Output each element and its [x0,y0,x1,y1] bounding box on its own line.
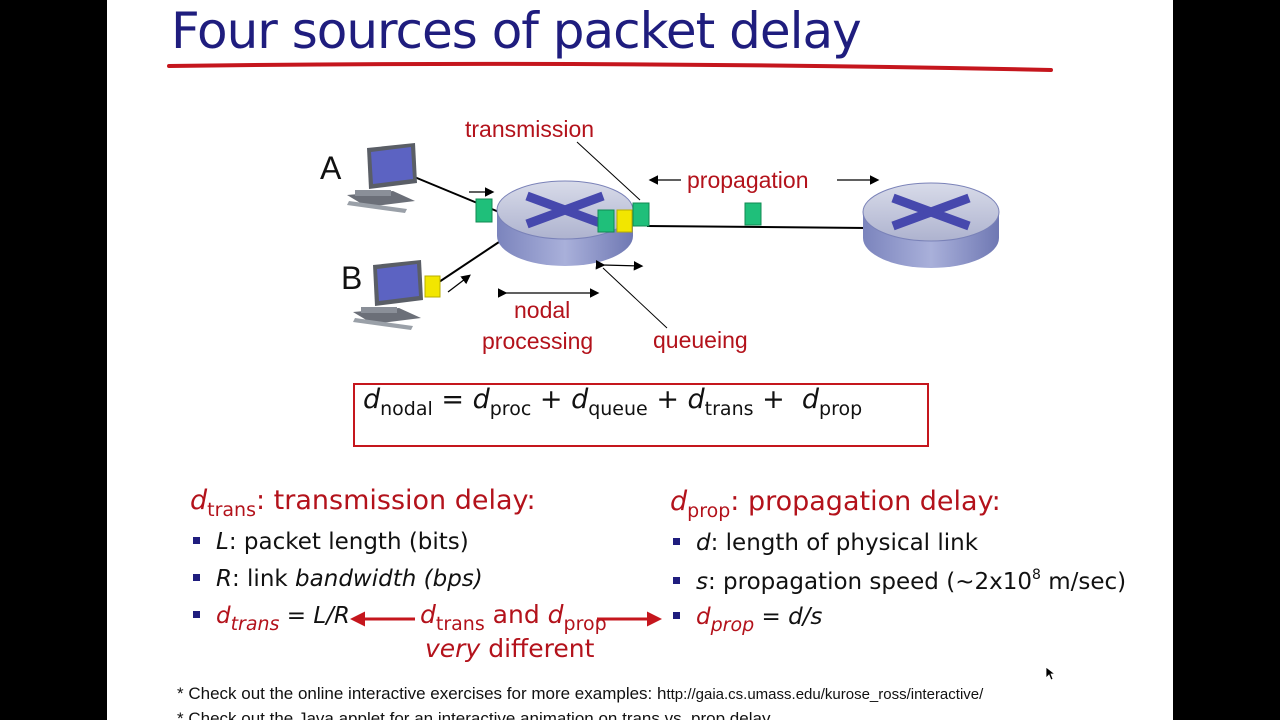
bullet-text: = L/R [279,603,350,629]
formula-sub: queue [588,398,648,420]
bullet-item: dtrans = L/R [193,603,350,635]
mouse-cursor-icon [1045,666,1057,681]
nodal-delay-formula: dnodal = dproc + dqueue + dtrans + dprop [363,384,862,420]
bullet-text: : length of physical link [710,530,979,556]
bullet-var: d [696,530,711,556]
computer-icon [347,143,417,213]
formula-op: + [647,384,688,415]
heading-sub: trans [207,499,256,521]
comparison-sub: trans [435,613,485,635]
bullet-item: dprop = d/s [673,604,822,636]
comparison-text: dtrans and dprop [420,600,607,635]
title-underline [167,61,1053,72]
comparison-var: d [547,600,564,629]
packet-icon [744,202,762,226]
bullet-item: L: packet length (bits) [193,529,469,555]
host-a-label: A [320,150,342,186]
formula-var: d [801,384,820,415]
comparison-and: and [484,600,548,629]
formula-op: = [432,384,473,415]
bullet-var: d [216,603,231,629]
bullet-icon [673,577,680,584]
bullet-item: s: propagation speed (~2x108 m/sec) [673,567,1126,595]
transmission-label: transmission [465,116,595,142]
processing-label: processing [482,328,594,354]
bullet-var: L [216,529,229,555]
comparison-sub: prop [563,613,607,635]
router-icon [862,182,1000,268]
packet-icon [632,202,650,227]
formula-sub: proc [489,398,532,420]
very-different-text: very different [425,634,594,663]
slide: Four sources of packet delay [107,0,1173,720]
bullet-icon [673,612,680,619]
bullet-italic: bandwidth (bps) [295,566,483,592]
heading-var: d [670,486,688,517]
nodal-label: nodal [514,297,571,323]
bullet-text: : packet length (bits) [228,529,469,555]
bullet-icon [673,538,680,545]
bullet-sup: 8 [1031,567,1041,583]
host-b-label: B [341,260,363,296]
bullet-text: m/sec) [1040,569,1127,595]
bullet-item: R: link bandwidth (bps) [193,566,483,592]
bullet-sub: prop [710,614,755,636]
bullet-item: d: length of physical link [673,530,978,556]
formula-op: + [531,384,572,415]
formula-sub: nodal [380,398,433,420]
computer-icon [353,260,423,330]
different-text: different [480,634,595,663]
very-text: very [425,634,481,663]
packet-icon [475,198,493,223]
formula-var: d [472,384,490,415]
formula-op: + [753,384,802,415]
comparison-var: d [420,600,436,629]
bullet-text: = d/s [754,604,823,630]
formula-sub: trans [704,398,754,420]
prop-delay-heading: dprop: propagation delay: [670,486,1001,522]
bullet-text: : link [231,566,296,592]
heading-sub: prop [687,500,731,522]
bullet-var: R [216,566,232,592]
network-diagram [347,141,1000,330]
bullet-sub: trans [230,613,280,635]
packet-icon [597,209,615,233]
slide-title: Four sources of packet delay [171,2,862,60]
comparison-arrows [350,611,662,627]
heading-text: : propagation delay: [730,486,1001,517]
footnote-applet: * Check out the Java applet for an inter… [177,709,771,720]
bullet-text: : propagation speed (~2x10 [707,569,1032,595]
formula-var: d [571,384,589,415]
footnote-link[interactable]: ttp://gaia.cs.umass.edu/kurose_ross/inte… [666,686,984,703]
heading-text: : transmission delay: [256,485,536,516]
trans-delay-heading: dtrans: transmission delay: [190,485,536,521]
packet-icon [424,275,441,298]
bullet-icon [193,574,200,581]
queueing-label: queueing [653,327,748,353]
bullet-var: s [696,569,708,595]
formula-var: d [687,384,705,415]
formula-sub: prop [819,398,863,420]
bullet-icon [193,611,200,618]
formula-var: d [363,384,381,415]
packet-icon [616,209,633,233]
footnote-interactive: * Check out the online interactive exerc… [177,684,983,704]
bullet-icon [193,537,200,544]
propagation-label: propagation [687,167,809,193]
heading-var: d [190,485,208,516]
footnote-text: * Check out the online interactive exerc… [177,684,667,703]
formula-box [353,383,929,447]
bullet-var: d [696,604,711,630]
